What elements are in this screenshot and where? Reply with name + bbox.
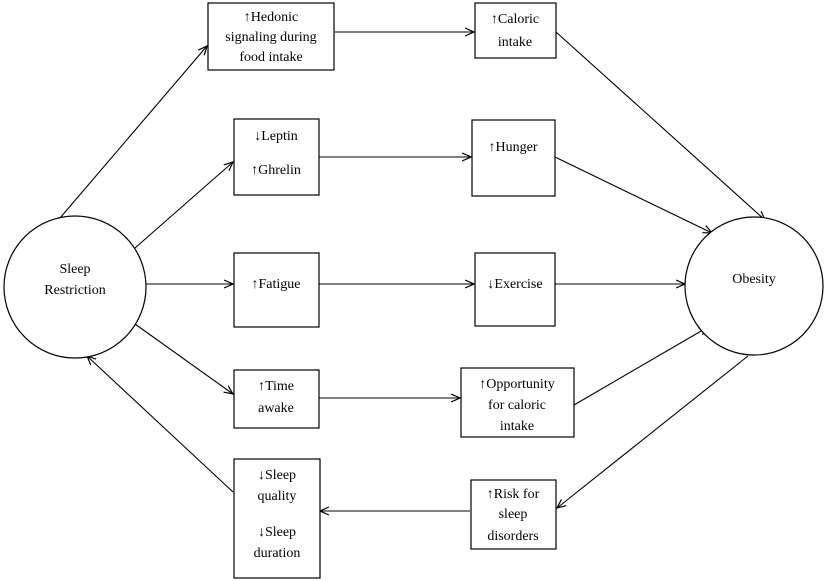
node-leptin-ghrelin: ↓Leptin ↑Ghrelin [233,118,320,196]
edges [59,31,765,511]
node-obesity: Obesity [684,216,824,356]
node-sleep-quality: ↓Sleep quality ↓Sleep duration [233,458,321,579]
node-leptin-line: ↓Leptin [254,129,298,144]
node-sleep-restriction: Sleep Restriction [3,215,147,359]
node-sleep-quality-line-2: quality [258,489,297,504]
node-caloric-line-2: intake [498,35,532,50]
node-sleep-restriction-line-1: Sleep [59,262,90,277]
node-opportunity-line-3: intake [500,419,534,434]
node-obesity-label: Obesity [732,272,776,287]
node-sleep-quality-line-1: ↓Sleep [258,468,296,483]
node-exercise: ↓Exercise [474,252,556,327]
node-ghrelin-line: ↑Ghrelin [251,163,301,178]
edge-sleep-restriction-to-leptin-ghrelin [134,162,233,249]
node-opportunity: ↑Opportunity for caloric intake [460,367,575,438]
edge-sleep-quality-to-sleep-restriction [87,356,234,493]
node-hedonic: ↑Hedonic signaling during food intake [207,2,335,71]
node-fatigue-label: ↑Fatigue [252,277,301,292]
node-risk-line-2: sleep [499,507,528,522]
edge-obesity-to-risk [557,355,749,508]
node-sleep-restriction-line-2: Restriction [44,283,105,298]
node-hunger-label: ↑Hunger [489,140,538,155]
node-opportunity-line-1: ↑Opportunity [479,377,554,392]
node-time-awake: ↑Time awake [233,369,320,429]
edge-sleep-restriction-to-time-awake [134,323,233,394]
node-opportunity-line-2: for caloric [488,398,546,413]
node-time-awake-line-1: ↑Time [258,379,294,394]
node-risk: ↑Risk for sleep disorders [470,479,557,550]
edge-sleep-restriction-to-hedonic [59,46,207,219]
node-fatigue: ↑Fatigue [233,252,320,328]
edge-hunger-to-obesity [554,156,712,233]
node-time-awake-line-2: awake [258,401,294,416]
node-hedonic-line-3: food intake [239,50,302,65]
node-caloric: ↑Caloric intake [474,2,557,59]
node-exercise-label: ↓Exercise [487,277,542,292]
node-hedonic-line-2: signaling during [225,30,316,45]
node-risk-line-1: ↑Risk for [487,487,540,502]
edge-opportunity-to-obesity [573,327,708,406]
edge-caloric-to-obesity [555,31,765,220]
node-sleep-duration-line-1: ↓Sleep [258,525,296,540]
node-hunger: ↑Hunger [471,119,556,197]
node-risk-line-3: disorders [487,529,538,544]
node-sleep-duration-line-2: duration [254,546,301,561]
node-hedonic-line-1: ↑Hedonic [244,10,298,25]
node-caloric-line-1: ↑Caloric [491,12,539,27]
